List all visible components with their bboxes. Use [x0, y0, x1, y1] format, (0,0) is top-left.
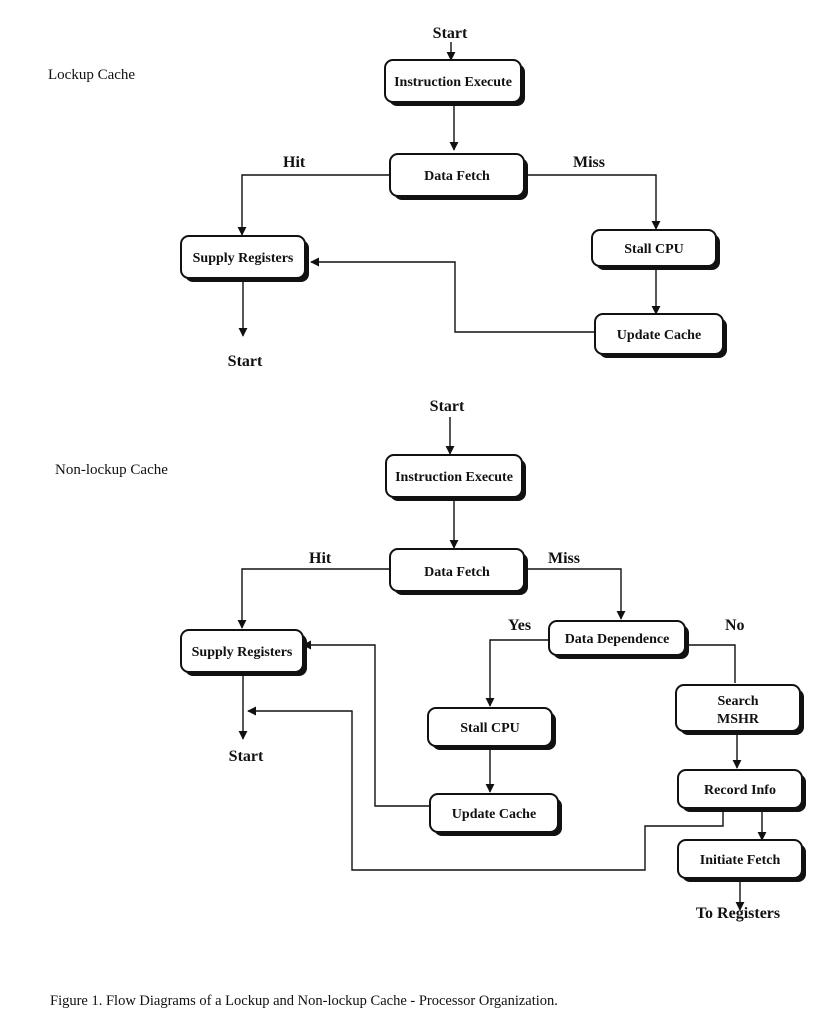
nonlockup-node-data-dependence-label: Data Dependence — [565, 632, 670, 647]
nonlockup-node-stall-cpu: Stall CPU — [427, 707, 556, 750]
nonlockup-node-data-fetch: Data Fetch — [389, 548, 528, 595]
lockup-node-update-cache: Update Cache — [594, 313, 727, 358]
lockup-node-stall-cpu-label: Stall CPU — [624, 242, 684, 257]
nonlockup-node-record-info: Record Info — [677, 769, 806, 812]
lockup-node-update-cache-label: Update Cache — [617, 328, 701, 343]
lockup-start-bottom: Start — [228, 353, 263, 370]
nonlockup-node-initiate-fetch-label: Initiate Fetch — [700, 853, 781, 868]
figure-caption: Figure 1. Flow Diagrams of a Lockup and … — [50, 993, 558, 1009]
lockup-edge-miss — [524, 174, 661, 230]
nonlockup-node-instruction-execute: Instruction Execute — [385, 454, 526, 501]
lockup-miss-label: Miss — [573, 154, 605, 171]
lockup-node-supply-registers: Supply Registers — [180, 235, 309, 282]
lockup-node-supply-registers-label: Supply Registers — [193, 251, 294, 266]
lockup-node-instruction-execute: Instruction Execute — [384, 59, 525, 106]
lockup-node-data-fetch-label: Data Fetch — [424, 169, 490, 184]
nonlockup-to-registers: To Registers — [696, 905, 780, 922]
nonlockup-edge-update-to-supply — [302, 640, 430, 807]
nonlockup-hit-label: Hit — [309, 550, 332, 567]
lockup-node-data-fetch: Data Fetch — [389, 153, 528, 200]
nonlockup-node-data-fetch-label: Data Fetch — [424, 565, 490, 580]
lockup-edge-update-to-supply — [310, 257, 595, 333]
nonlockup-node-supply-registers: Supply Registers — [180, 629, 307, 676]
nonlockup-node-instruction-execute-label: Instruction Execute — [395, 470, 513, 485]
nonlockup-edge-record-to-start — [247, 706, 724, 871]
nonlockup-node-supply-registers-label: Supply Registers — [192, 645, 293, 660]
nonlockup-no-label: No — [725, 617, 745, 634]
nonlockup-start-top: Start — [430, 398, 465, 415]
nonlockup-edge-no — [685, 644, 736, 683]
nonlockup-yes-label: Yes — [508, 617, 531, 634]
nonlockup-node-search-mshr-line2: MSHR — [717, 712, 760, 727]
nonlockup-start-bottom: Start — [229, 748, 264, 765]
nonlockup-edge-miss — [524, 568, 626, 620]
nonlockup-edge-hit — [237, 568, 390, 629]
lockup-diagram: Lockup Cache Start Hit Miss Instruction … — [48, 25, 727, 370]
lockup-hit-label: Hit — [283, 154, 306, 171]
lockup-edge-hit — [237, 174, 390, 236]
lockup-node-stall-cpu: Stall CPU — [591, 229, 720, 270]
nonlockup-node-update-cache: Update Cache — [429, 793, 562, 836]
nonlockup-diagram: Non-lockup Cache Start Hit Miss Yes No I… — [55, 398, 806, 922]
nonlockup-section-label: Non-lockup Cache — [55, 462, 168, 478]
nonlockup-miss-label: Miss — [548, 550, 580, 567]
nonlockup-node-search-mshr: Search MSHR — [675, 684, 804, 735]
nonlockup-node-data-dependence: Data Dependence — [548, 620, 689, 659]
lockup-start-top: Start — [433, 25, 468, 42]
nonlockup-node-initiate-fetch: Initiate Fetch — [677, 839, 806, 882]
nonlockup-node-stall-cpu-label: Stall CPU — [460, 721, 520, 736]
nonlockup-node-update-cache-label: Update Cache — [452, 807, 536, 822]
lockup-node-instruction-execute-label: Instruction Execute — [394, 75, 512, 90]
nonlockup-node-search-mshr-line1: Search — [718, 694, 759, 709]
nonlockup-edge-yes — [485, 639, 549, 707]
lockup-section-label: Lockup Cache — [48, 67, 135, 83]
nonlockup-node-record-info-label: Record Info — [704, 783, 776, 798]
